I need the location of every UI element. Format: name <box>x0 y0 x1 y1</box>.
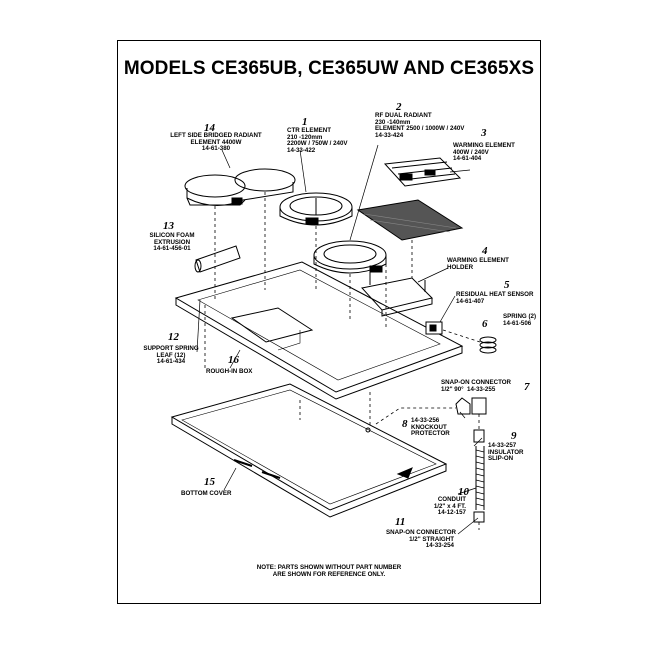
part-1-label: CTR ELEMENT 210 -120mm 2200W / 750W / 24… <box>287 127 348 154</box>
part-10-label: CONDUIT 1/2" x 4 FT. 14-12-157 <box>433 496 466 517</box>
warming-element-drawing <box>383 157 462 187</box>
part-number-15: 15 <box>204 476 215 488</box>
part-4-label: WARMING ELEMENT HOLDER <box>447 257 509 271</box>
part-16-label: ROUGH-IN BOX <box>206 368 253 375</box>
part-number-6: 6 <box>482 318 488 330</box>
bottom-cover-drawing <box>170 383 448 518</box>
part-2-label: RF DUAL RADIANT 230 -140mm ELEMENT 2500 … <box>375 112 465 139</box>
part-number-13: 13 <box>163 220 174 232</box>
part-5-label: RESIDUAL HEAT SENSOR 14-61-407 <box>456 291 534 305</box>
mesh-screen-drawing <box>356 199 464 241</box>
part-number-4: 4 <box>482 245 488 257</box>
heat-sensor-drawing <box>425 321 443 335</box>
foam-extrusion-drawing <box>194 245 241 273</box>
part-number-14: 14 <box>204 122 215 134</box>
rough-in-box-drawing <box>174 261 464 400</box>
part-number-7: 7 <box>524 381 530 393</box>
part-number-16: 16 <box>228 354 239 366</box>
part-number-9: 9 <box>511 430 517 442</box>
part-14-label: LEFT SIDE BRIDGED RADIANT ELEMENT 4400W … <box>170 132 262 153</box>
part-8-label: 14-33-256 KNOCKOUT PROTECTOR <box>411 417 450 438</box>
part-15-label: BOTTOM COVER <box>181 490 232 497</box>
part-12-label: SUPPORT SPRING LEAF (12) 14-61-434 <box>143 345 199 366</box>
sheet-border <box>117 40 541 604</box>
reference-note: NOTE: PARTS SHOWN WITHOUT PART NUMBER AR… <box>256 564 402 578</box>
conduit-assembly-drawing <box>455 397 487 523</box>
part-number-2: 2 <box>396 101 402 113</box>
part-number-5: 5 <box>504 279 510 291</box>
part-number-1: 1 <box>302 116 308 128</box>
assembly-lines <box>204 192 481 530</box>
bridged-radiant-element-drawing <box>184 168 296 206</box>
part-9-label: 14-33-257 INSULATOR SLIP-ON <box>488 442 524 463</box>
part-number-10: 10 <box>458 486 469 498</box>
warming-holder-drawing <box>361 268 433 317</box>
part-number-3: 3 <box>481 127 487 139</box>
dual-radiant-element-drawing <box>313 240 387 274</box>
part-13-label: SILICON FOAM EXTRUSION 14-61-456-01 <box>149 232 195 253</box>
part-number-8: 8 <box>402 418 408 430</box>
center-element-drawing <box>279 192 353 226</box>
part-number-12: 12 <box>168 331 179 343</box>
spring-drawing <box>479 336 497 354</box>
part-11-label: SNAP-ON CONNECTOR 1/2" STRAIGHT 14-33-25… <box>386 529 457 550</box>
part-6-label: SPRING (2) 14-61-506 <box>503 313 537 327</box>
part-number-11: 11 <box>395 516 406 528</box>
diagram-title: MODELS CE365UB, CE365UW AND CE365XS <box>123 58 535 79</box>
leader-lines <box>196 144 483 535</box>
part-7-label: SNAP-ON CONNECTOR 1/2" 90° 14-33-255 <box>441 379 512 393</box>
part-3-label: WARMING ELEMENT 400W / 240V 14-61-404 <box>453 142 515 163</box>
